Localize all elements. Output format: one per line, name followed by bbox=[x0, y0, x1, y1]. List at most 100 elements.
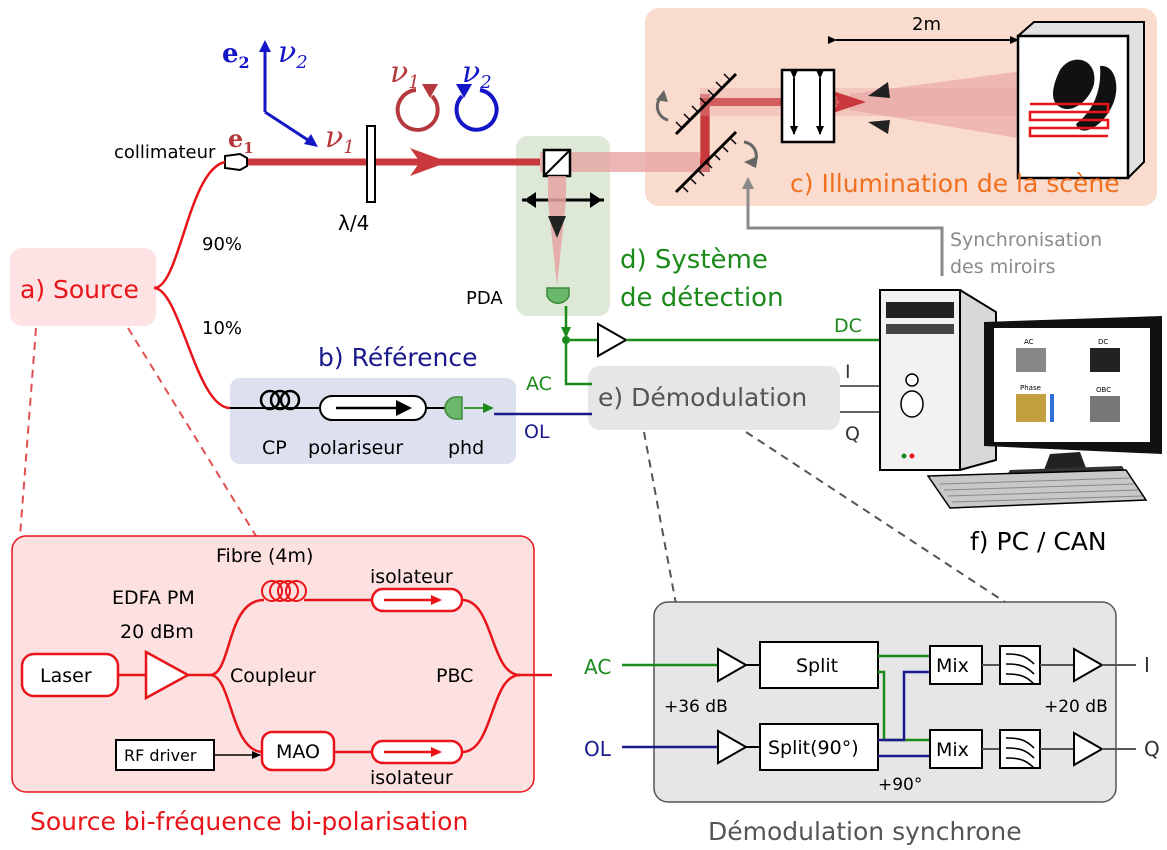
circular-polarization-nu2-icon bbox=[454, 84, 499, 132]
detection-title-line2: de détection bbox=[620, 283, 784, 313]
demod-detail-caption: Démodulation synchrone bbox=[708, 817, 1022, 846]
main-beam bbox=[247, 70, 1030, 176]
e1-label: e1 bbox=[228, 124, 254, 157]
telescope-icon bbox=[780, 68, 836, 144]
circular-nu2-label: ν2 bbox=[462, 55, 492, 93]
polariser-icon bbox=[319, 395, 427, 421]
amp-ol-icon bbox=[717, 729, 749, 765]
split90-box bbox=[759, 723, 879, 771]
laser-label: Laser bbox=[40, 665, 92, 687]
galvo-mirror-bottom-icon bbox=[674, 130, 758, 194]
cone-arrow-bottom bbox=[868, 120, 890, 134]
rf-driver-label: RF driver bbox=[124, 746, 197, 765]
i-label: I bbox=[845, 361, 851, 383]
lowpass-filter-bottom-icon bbox=[999, 729, 1041, 769]
scene-target bbox=[1016, 21, 1145, 180]
circular-nu1-label: ν1 bbox=[390, 55, 420, 93]
mao-box bbox=[260, 730, 336, 772]
gain-in-label: +36 dB bbox=[664, 697, 728, 717]
phd-label: phd bbox=[448, 437, 484, 459]
isolator-top-icon bbox=[370, 587, 464, 613]
q-label: Q bbox=[845, 423, 860, 445]
screen-dc-label: DC bbox=[1098, 338, 1108, 346]
isolator-bottom-icon bbox=[370, 739, 464, 765]
monitor-icon: AC DC Phase OBC bbox=[984, 316, 1162, 480]
split-90-label: 90% bbox=[202, 234, 242, 255]
collimator-icon bbox=[224, 152, 248, 172]
pda-label: PDA bbox=[466, 288, 503, 309]
demodulation-label-panel bbox=[588, 366, 840, 430]
illumination-title: c) Illumination de la scène bbox=[790, 169, 1120, 198]
sync-label-line2: des miroirs bbox=[950, 256, 1055, 278]
pc-tower-icon bbox=[879, 289, 997, 471]
screen-obc-label: OBC bbox=[1096, 386, 1111, 394]
fibre-label: Fibre (4m) bbox=[216, 545, 313, 567]
source-title: a) Source bbox=[20, 275, 139, 304]
split-label: Split bbox=[796, 655, 838, 677]
ac-label: AC bbox=[526, 373, 552, 395]
cp-label: CP bbox=[262, 437, 287, 459]
lowpass-filter-top-icon bbox=[999, 645, 1041, 685]
demod-ac-label: AC bbox=[584, 655, 611, 679]
out-q-label: Q bbox=[1144, 737, 1160, 761]
nu2-label: ν2 bbox=[278, 35, 308, 73]
split-box bbox=[759, 641, 879, 689]
source-detail-caption: Source bi-fréquence bi-polarisation bbox=[30, 807, 468, 836]
mao-label: MAO bbox=[276, 741, 320, 763]
e2-label: e2 bbox=[222, 39, 250, 72]
quarter-wave-plate-label: λ/4 bbox=[338, 211, 369, 235]
return-beam-arrow bbox=[548, 216, 566, 238]
ol-label: OL bbox=[524, 421, 550, 443]
polarization-axes bbox=[259, 40, 318, 147]
sync-line bbox=[742, 177, 944, 276]
detection-title-line1: d) Système bbox=[620, 245, 768, 275]
amp-ac-icon bbox=[717, 647, 749, 683]
mix-top-label: Mix bbox=[936, 655, 969, 677]
zoom-line-demod-left bbox=[643, 431, 677, 605]
ac-line bbox=[564, 340, 592, 386]
screen-ac-label: AC bbox=[1024, 338, 1034, 346]
reference-title: b) Référence bbox=[318, 343, 477, 372]
polarization-controller-icon bbox=[259, 389, 301, 411]
isolateur-bottom-label: isolateur bbox=[370, 767, 453, 789]
source-label-panel bbox=[10, 248, 156, 326]
zoom-line-source-right bbox=[127, 327, 257, 537]
amp-i-icon bbox=[1073, 647, 1105, 683]
mix-bottom-label: Mix bbox=[936, 739, 969, 761]
demod-routing bbox=[878, 654, 930, 758]
isolateur-top-label: isolateur bbox=[370, 566, 453, 588]
out-i-label: I bbox=[1144, 653, 1150, 677]
keyboard-icon bbox=[926, 469, 1148, 509]
distance-label: 2m bbox=[912, 14, 941, 35]
source-fibres bbox=[153, 160, 231, 410]
mix-top-box bbox=[929, 645, 983, 685]
phd-detector-icon bbox=[444, 396, 463, 420]
screen-phase-label: Phase bbox=[1020, 384, 1041, 392]
nu1-label: ν1 bbox=[325, 120, 355, 158]
split-10-label: 10% bbox=[202, 318, 242, 339]
coupleur-label: Coupleur bbox=[230, 665, 316, 687]
rf-driver-box bbox=[115, 739, 215, 771]
amp-q-icon bbox=[1073, 731, 1105, 767]
pbc-label: PBC bbox=[436, 665, 473, 687]
circular-polarization-nu1-icon bbox=[395, 84, 440, 132]
demodulation-title: e) Démodulation bbox=[598, 383, 807, 412]
cone-arrow-top bbox=[868, 82, 890, 98]
edfa-amplifier-icon bbox=[144, 649, 191, 701]
collimator-label: collimateur bbox=[114, 142, 216, 163]
sync-label-line1: Synchronisation bbox=[950, 229, 1102, 251]
pda-detector-icon bbox=[546, 287, 570, 304]
zoom-line-source-left bbox=[19, 327, 37, 537]
fibre-coil-icon bbox=[261, 580, 307, 602]
gain-out-label: +20 dB bbox=[1044, 697, 1108, 717]
mix-bottom-box bbox=[929, 729, 983, 769]
polariseur-label: polariseur bbox=[308, 437, 403, 459]
dc-amplifier-icon bbox=[597, 322, 629, 358]
edfa-label-line1: EDFA PM bbox=[112, 587, 195, 609]
beam-splitter-icon bbox=[542, 148, 572, 178]
demod-ol-label: OL bbox=[584, 737, 612, 761]
galvo-mirror-top-icon bbox=[655, 72, 738, 136]
quarter-wave-plate-icon bbox=[366, 125, 376, 203]
edfa-label-line2: 20 dBm bbox=[120, 621, 194, 643]
